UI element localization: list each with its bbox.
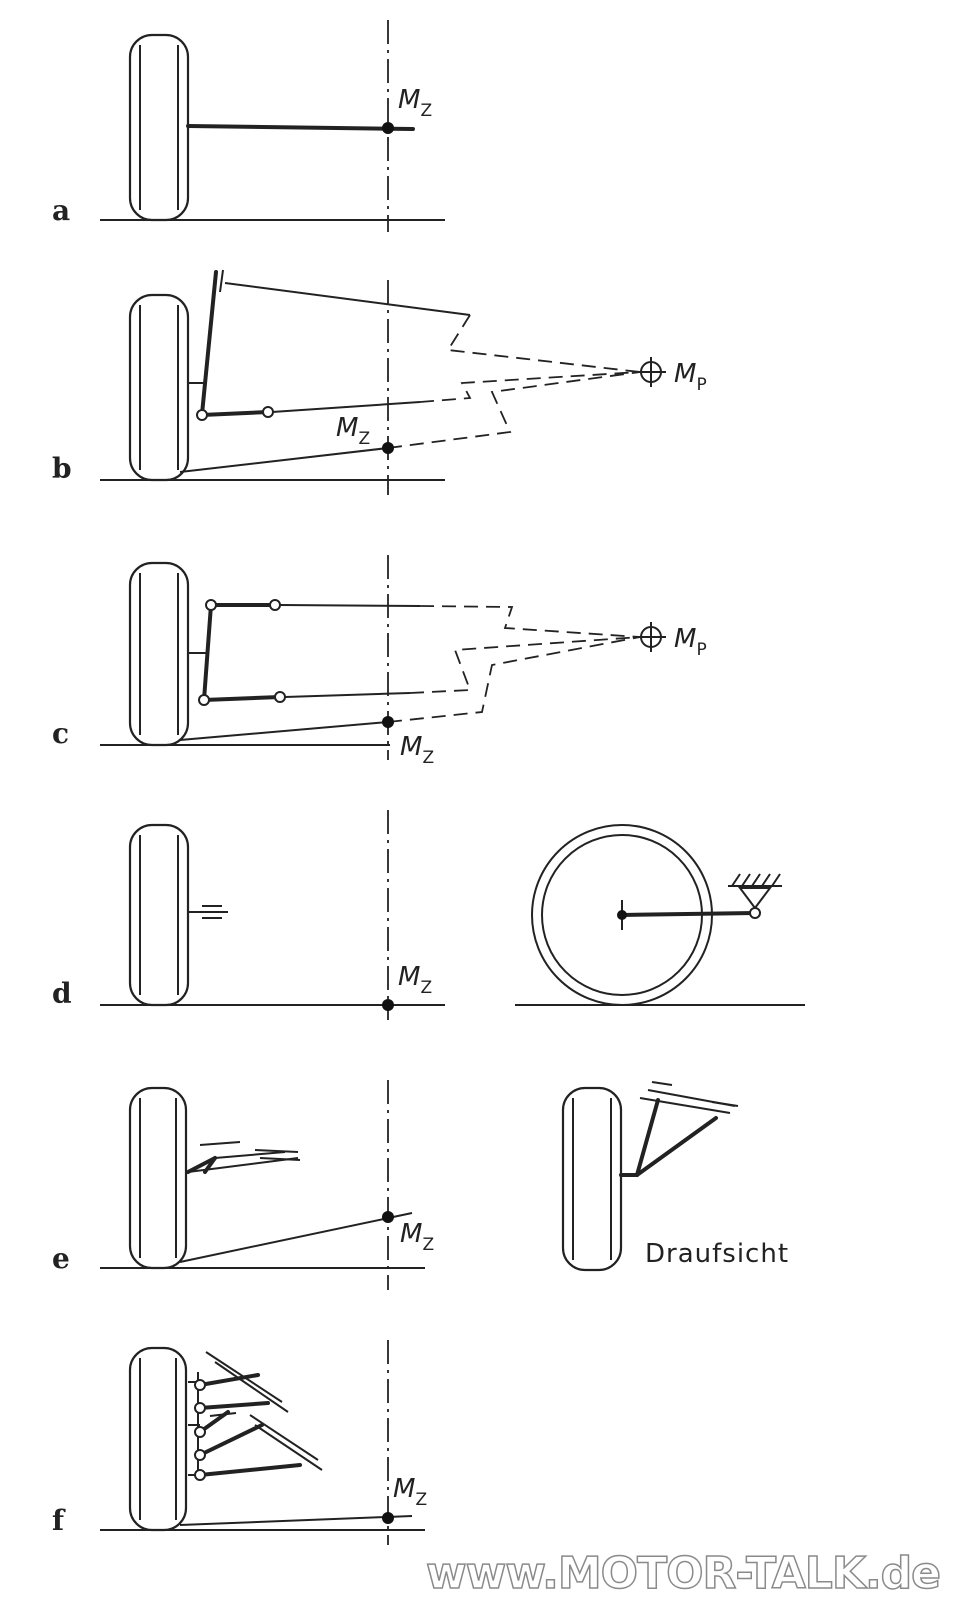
construction-line bbox=[179, 721, 389, 741]
construction-line bbox=[179, 1515, 413, 1526]
strut bbox=[200, 270, 218, 416]
construction-line bbox=[419, 605, 641, 638]
construction-line bbox=[271, 401, 421, 413]
joint bbox=[196, 409, 208, 421]
wheel bbox=[128, 293, 190, 482]
joint bbox=[269, 599, 281, 611]
roll-center-label: MZ bbox=[400, 732, 434, 768]
joint bbox=[198, 694, 210, 706]
construction-line bbox=[279, 604, 421, 607]
wheel bbox=[128, 33, 190, 222]
wheel bbox=[128, 1346, 188, 1532]
wheel bbox=[128, 1086, 188, 1270]
trailing-arm bbox=[620, 911, 757, 917]
watermark: www.MOTOR-TALK.de bbox=[426, 1548, 940, 1599]
construction-line bbox=[224, 282, 471, 316]
joint bbox=[262, 406, 274, 418]
lower-arm bbox=[200, 410, 270, 417]
roll-center-point bbox=[382, 716, 394, 728]
panel-f: MZ f bbox=[52, 1340, 427, 1545]
construction-line bbox=[409, 636, 641, 694]
roll-center-point bbox=[382, 122, 394, 134]
top-view-caption: Draufsicht bbox=[645, 1239, 789, 1269]
roll-center-point bbox=[382, 1512, 394, 1524]
panel-label: b bbox=[52, 452, 72, 485]
semi-trailing-arm bbox=[186, 1141, 301, 1174]
panel-label: a bbox=[52, 194, 70, 227]
joint bbox=[274, 691, 286, 703]
pole-label: MP bbox=[674, 624, 707, 660]
side-view bbox=[515, 824, 805, 1006]
pole-point bbox=[636, 622, 666, 652]
swing-axle bbox=[186, 124, 415, 131]
construction-line bbox=[419, 371, 641, 403]
top-view: Draufsicht bbox=[561, 1081, 789, 1272]
panel-d: MZ d bbox=[52, 810, 805, 1020]
joint bbox=[205, 599, 217, 611]
panel-c: MP MZ c bbox=[52, 555, 707, 768]
roll-center-point bbox=[382, 442, 394, 454]
roll-center-label: MZ bbox=[336, 413, 370, 449]
trailing-arm-symbol bbox=[188, 905, 228, 919]
pole-label: MP bbox=[674, 359, 707, 395]
panel-e: MZ e Draufsicht bbox=[52, 1080, 789, 1290]
roll-center-point bbox=[382, 999, 394, 1011]
wheel bbox=[128, 561, 190, 747]
pole-point bbox=[636, 357, 666, 387]
panel-label: e bbox=[52, 1242, 70, 1275]
pivot-mount bbox=[738, 887, 772, 909]
roll-center-label: MZ bbox=[400, 1219, 434, 1255]
construction-line bbox=[179, 447, 389, 473]
fixed-hatch bbox=[731, 873, 781, 887]
construction-line bbox=[179, 1212, 413, 1263]
pivot-joint bbox=[749, 907, 761, 919]
panel-label: c bbox=[52, 717, 69, 750]
construction-line bbox=[387, 636, 641, 723]
wheel bbox=[128, 823, 190, 1007]
panel-a: MZ a bbox=[52, 20, 445, 232]
panel-label: d bbox=[52, 977, 72, 1010]
construction-line bbox=[446, 314, 641, 373]
construction-line bbox=[284, 692, 411, 698]
panel-label: f bbox=[52, 1504, 66, 1537]
panel-b: MP MZ b bbox=[52, 269, 707, 495]
roll-center-point bbox=[382, 1211, 394, 1223]
construction-line bbox=[387, 371, 641, 449]
lower-arm bbox=[202, 695, 282, 702]
roll-center-label: MZ bbox=[393, 1474, 427, 1510]
roll-center-label: MZ bbox=[398, 962, 432, 998]
multi-link-arms bbox=[188, 1351, 323, 1481]
roll-center-label: MZ bbox=[398, 85, 432, 121]
